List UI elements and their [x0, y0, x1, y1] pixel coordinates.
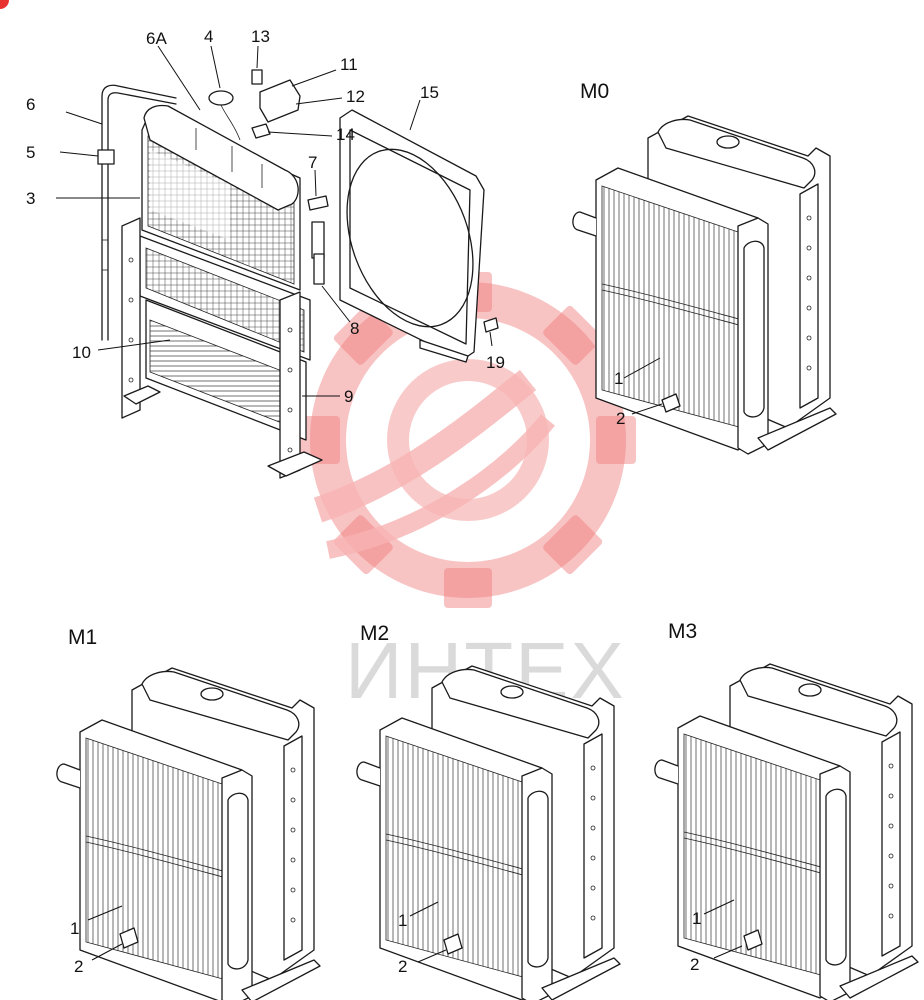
variant-m0-part-1: 1: [614, 369, 623, 388]
watermark-gear-logo: ИНТЕХ: [300, 272, 636, 715]
variant-m1-drain-plug: [119, 927, 139, 949]
variant-m0-drain-plug: [661, 393, 681, 413]
variant-m3-part-2: 2: [690, 955, 699, 974]
variant-m2-part-1: 1: [398, 911, 407, 930]
main-radiator-assembly: 6A 4 13 11 12 15 14 7 6 5 3 8 10 9 19: [26, 27, 505, 479]
variant-m1-part-1: 1: [70, 919, 79, 938]
label-part-10: 10: [72, 343, 91, 362]
left-support-post: [121, 217, 141, 419]
variant-m2: M2 1 2: [356, 622, 621, 1000]
drain-cock: [307, 195, 329, 211]
variant-m0-part-2: 2: [616, 409, 625, 428]
label-part-5: 5: [26, 143, 35, 162]
label-part-19: 19: [486, 353, 505, 372]
variant-m0: M0 1 2: [572, 80, 837, 455]
hose-clamp: [97, 149, 115, 165]
drain-hose: [311, 221, 325, 259]
variant-m1-title: M1: [68, 626, 97, 649]
label-part-8: 8: [350, 319, 359, 338]
bracket-bolt: [251, 69, 263, 85]
corner-badge: [0, 0, 9, 9]
label-part-13: 13: [251, 27, 270, 46]
mounting-bracket: [259, 79, 301, 123]
variant-m1: M1 1 2: [56, 626, 321, 1000]
label-part-11: 11: [340, 55, 358, 74]
variant-m3-drain-plug: [743, 929, 763, 951]
label-part-6a: 6A: [146, 29, 167, 48]
shroud-screw: [483, 317, 499, 333]
variant-m2-title: M2: [360, 622, 389, 645]
variant-m3: M3 1 2: [654, 620, 919, 1000]
label-part-4: 4: [204, 27, 213, 46]
filler-cap: [208, 90, 234, 106]
right-support-post: [279, 291, 301, 479]
label-part-14: 14: [336, 125, 355, 144]
variant-m0-title: M0: [580, 80, 609, 103]
variant-m2-drain-plug: [443, 933, 463, 955]
cushion-pad: [251, 123, 271, 139]
overflow-hose: [101, 84, 177, 341]
label-part-12: 12: [346, 87, 365, 106]
label-part-9: 9: [344, 387, 353, 406]
radiator-top-tank: [143, 104, 299, 211]
variant-m3-title: M3: [668, 620, 697, 643]
label-part-6: 6: [26, 95, 35, 114]
variant-m1-part-2: 2: [74, 957, 83, 976]
label-part-7: 7: [308, 153, 317, 172]
variant-m2-part-2: 2: [398, 957, 407, 976]
variant-m3-part-1: 1: [692, 909, 701, 928]
label-part-3: 3: [26, 189, 35, 208]
label-part-15: 15: [420, 83, 439, 102]
